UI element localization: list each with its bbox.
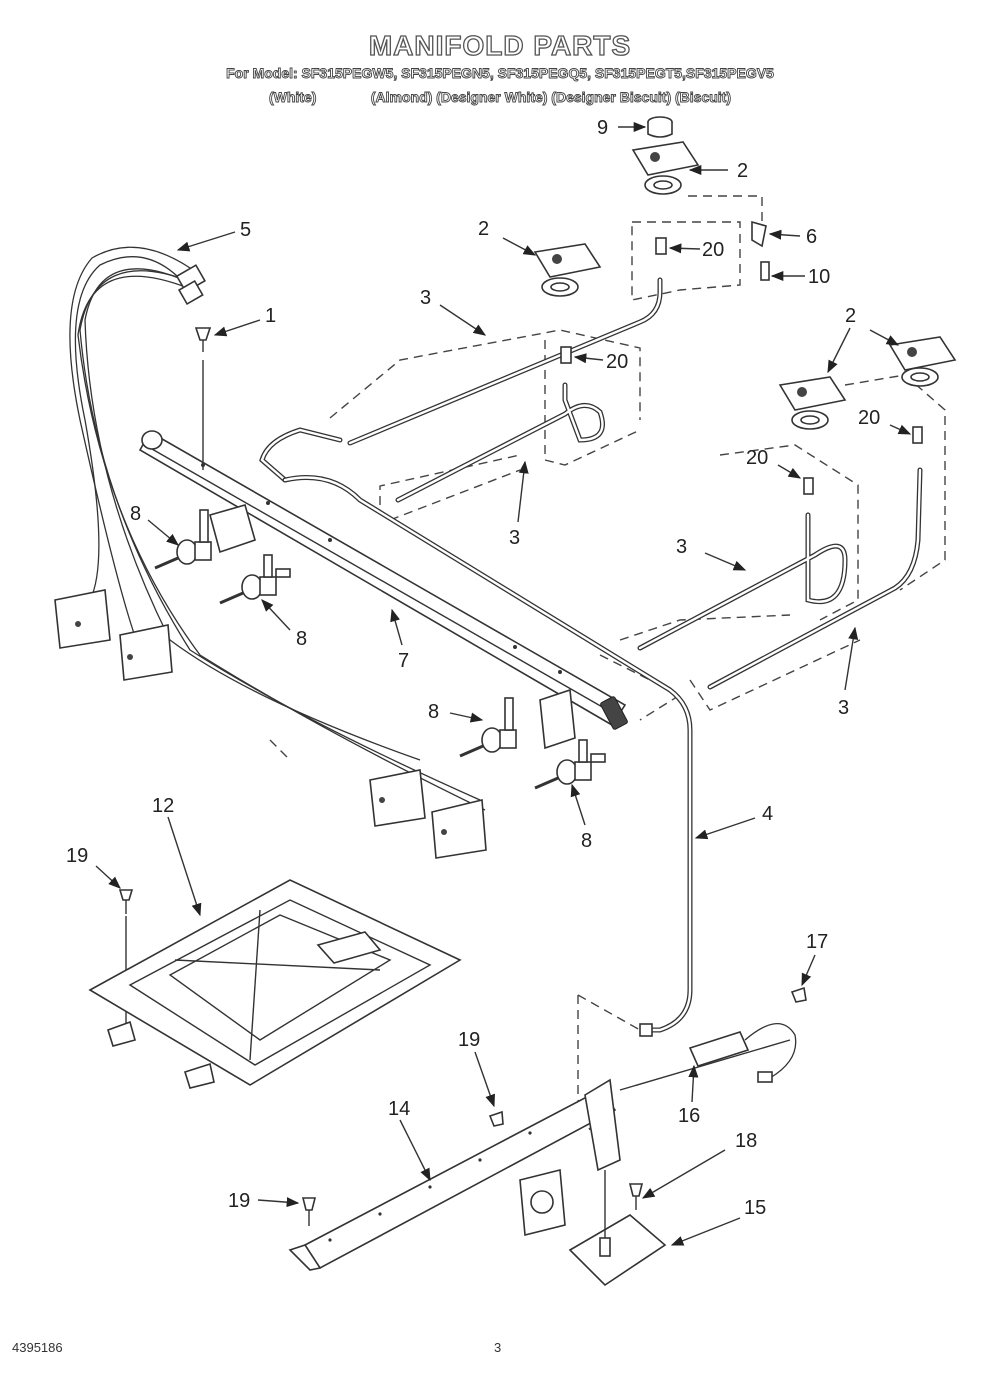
callout-20: 20	[746, 447, 768, 469]
callout-8: 8	[130, 503, 141, 525]
callout-4: 4	[762, 803, 773, 825]
callout-8: 8	[296, 628, 307, 650]
callout-20: 20	[702, 239, 724, 261]
supply-tube	[282, 475, 693, 1037]
callout-3: 3	[838, 697, 849, 719]
callout-1: 1	[265, 305, 276, 327]
callout-3: 3	[420, 287, 431, 309]
callout-17: 17	[806, 931, 828, 953]
callout-20: 20	[858, 407, 880, 429]
callout-2: 2	[845, 305, 856, 327]
callout-15: 15	[744, 1197, 766, 1219]
callout-2: 2	[478, 218, 489, 240]
callout-19: 19	[228, 1190, 250, 1212]
leader-arrows	[95, 121, 912, 1246]
callout-3: 3	[509, 527, 520, 549]
callout-6: 6	[806, 226, 817, 248]
oven-igniter	[688, 1022, 797, 1083]
callout-19: 19	[458, 1029, 480, 1051]
callout-9: 9	[597, 117, 608, 139]
dashed-guide-lines	[269, 195, 946, 1131]
oven-safety-valve	[519, 1168, 667, 1287]
callout-14: 14	[388, 1098, 410, 1120]
wire-harness	[54, 246, 487, 859]
callout-labels: 9 2 2 6 20 10 5 1 3 20 2 2 20 20 3 8 3 8…	[66, 117, 880, 1219]
page-number: 3	[494, 1340, 502, 1355]
callout-3: 3	[676, 536, 687, 558]
callout-10: 10	[808, 266, 830, 288]
callout-18: 18	[735, 1130, 757, 1152]
callout-5: 5	[240, 219, 251, 241]
callout-8: 8	[428, 701, 439, 723]
burner-tubes	[259, 277, 923, 690]
callout-12: 12	[152, 795, 174, 817]
burner-valves	[154, 509, 606, 790]
heat-shield-tray	[88, 879, 462, 1089]
manifold-pipe	[138, 430, 628, 750]
model-list: For Model: SF315PEGW5, SF315PEGN5, SF315…	[226, 65, 775, 82]
callout-2: 2	[737, 160, 748, 182]
callout-20: 20	[606, 351, 628, 373]
callout-8: 8	[581, 830, 592, 852]
document-number: 4395186	[12, 1340, 63, 1355]
burner-bases	[533, 116, 957, 430]
oven-burner	[288, 1039, 791, 1271]
callout-19: 19	[66, 845, 88, 867]
callout-16: 16	[678, 1105, 700, 1127]
page-title: MANIFOLD PARTS	[368, 29, 632, 61]
callout-7: 7	[398, 650, 409, 672]
small-fittings	[118, 220, 923, 1226]
finish-list: (White) (Almond) (Designer White) (Desig…	[268, 89, 732, 106]
